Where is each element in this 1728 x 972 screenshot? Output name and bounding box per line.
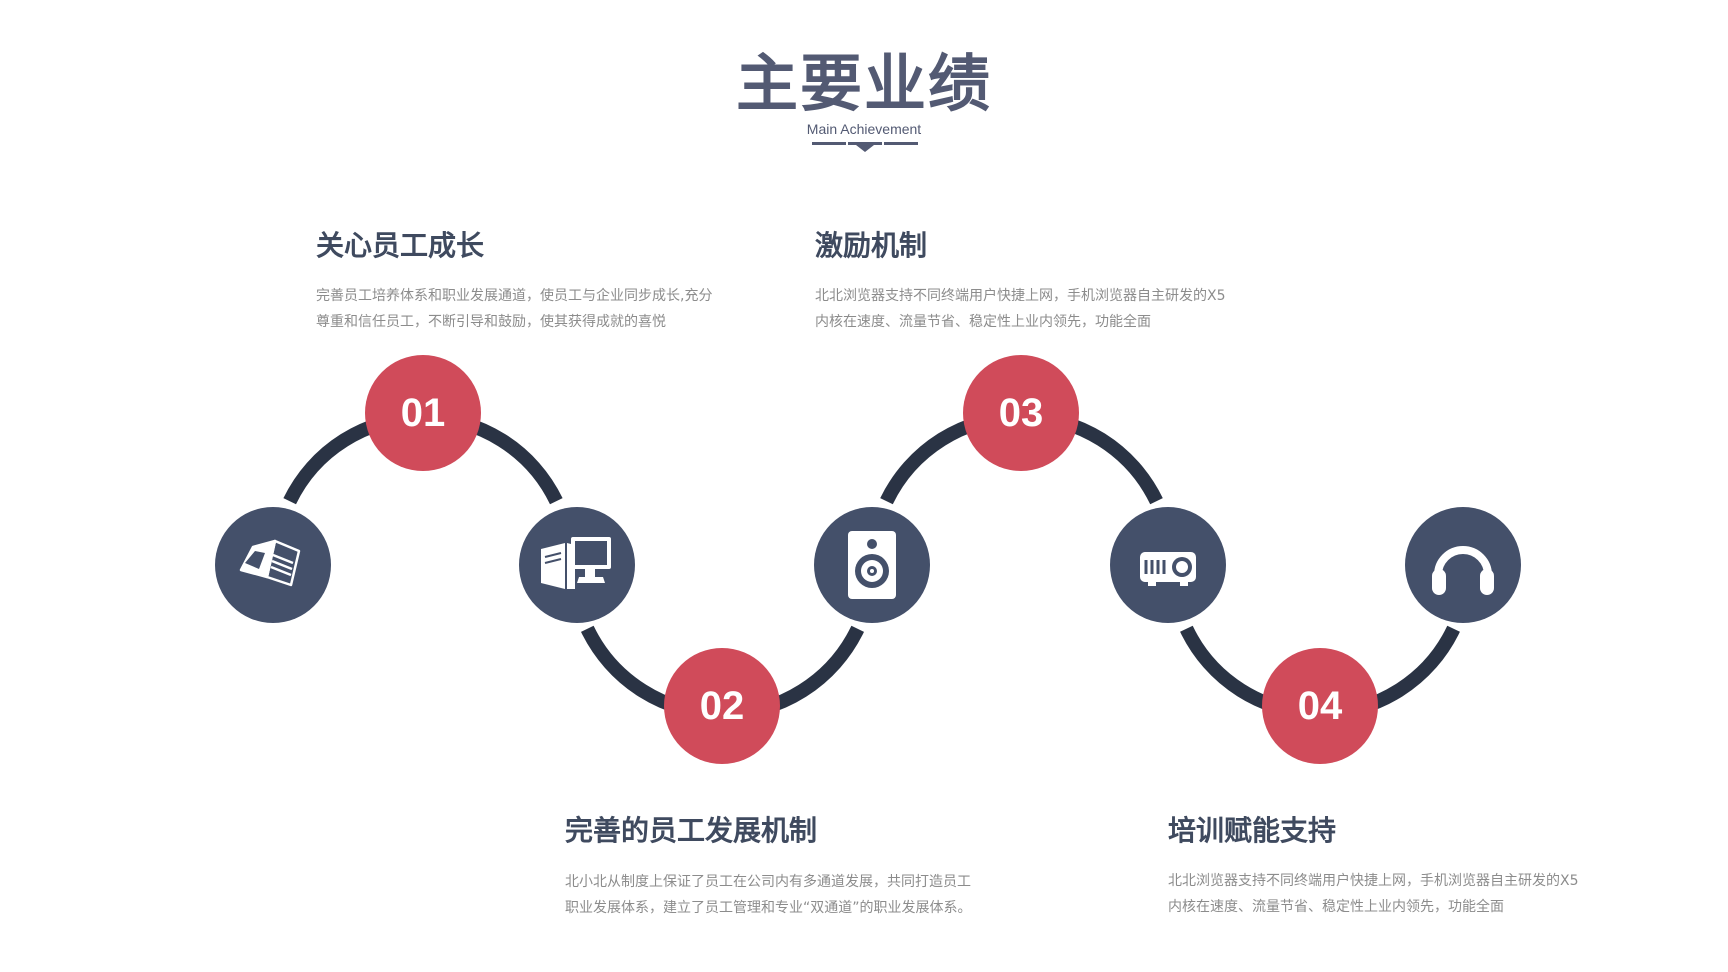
item-1-desc-line: 尊重和信任员工，不断引导和鼓励，使其获得成就的喜悦 xyxy=(316,314,666,330)
step-badge-03: 03 xyxy=(963,355,1079,471)
step-badge-04: 04 xyxy=(1262,648,1378,764)
item-3-heading: 激励机制 xyxy=(815,229,928,262)
item-2-desc-line: 北小北从制度上保证了员工在公司内有多通道发展，共同打造员工 xyxy=(565,874,971,890)
item-3-desc-line: 内核在速度、流量节省、稳定性上业内领先，功能全面 xyxy=(815,314,1151,330)
item-4-description: 北北浏览器支持不同终端用户快捷上网，手机浏览器自主研发的X5 内核在速度、流量节… xyxy=(1168,868,1579,920)
laptop-node xyxy=(215,507,331,623)
item-4-desc-line: 内核在速度、流量节省、稳定性上业内领先，功能全面 xyxy=(1168,899,1504,915)
item-4-heading: 培训赋能支持 xyxy=(1168,814,1337,847)
item-1-desc-line: 完善员工培养体系和职业发展通道，使员工与企业同步成长,充分 xyxy=(316,288,713,304)
projector-icon xyxy=(1140,552,1196,586)
headphones-icon xyxy=(1432,546,1494,595)
item-1-heading: 关心员工成长 xyxy=(316,229,485,262)
page-subtitle: Main Achievement xyxy=(806,121,922,137)
item-3-desc-line: 北北浏览器支持不同终端用户快捷上网，手机浏览器自主研发的X5 xyxy=(815,288,1226,304)
step-badge-01: 01 xyxy=(365,355,481,471)
item-2-heading: 完善的员工发展机制 xyxy=(565,814,818,847)
item-4-desc-line: 北北浏览器支持不同终端用户快捷上网，手机浏览器自主研发的X5 xyxy=(1168,873,1579,889)
computer-node xyxy=(519,507,635,623)
speaker-node xyxy=(814,507,930,623)
item-2-desc-line: 职业发展体系，建立了员工管理和专业“双通道”的职业发展体系。 xyxy=(565,900,972,916)
page-title: 主要业绩 xyxy=(735,47,992,120)
laptop-icon xyxy=(239,539,301,587)
headphones-node xyxy=(1405,507,1521,623)
projector-node xyxy=(1110,507,1226,623)
step-badge-02: 02 xyxy=(664,648,780,764)
item-1-description: 完善员工培养体系和职业发展通道，使员工与企业同步成长,充分 尊重和信任员工，不断… xyxy=(316,283,712,335)
subtitle-decoration xyxy=(812,142,918,152)
item-3-description: 北北浏览器支持不同终端用户快捷上网，手机浏览器自主研发的X5 内核在速度、流量节… xyxy=(815,283,1226,335)
computer-icon xyxy=(541,537,611,589)
speaker-icon xyxy=(848,531,896,599)
item-2-description: 北小北从制度上保证了员工在公司内有多通道发展，共同打造员工 职业发展体系，建立了… xyxy=(565,869,972,921)
